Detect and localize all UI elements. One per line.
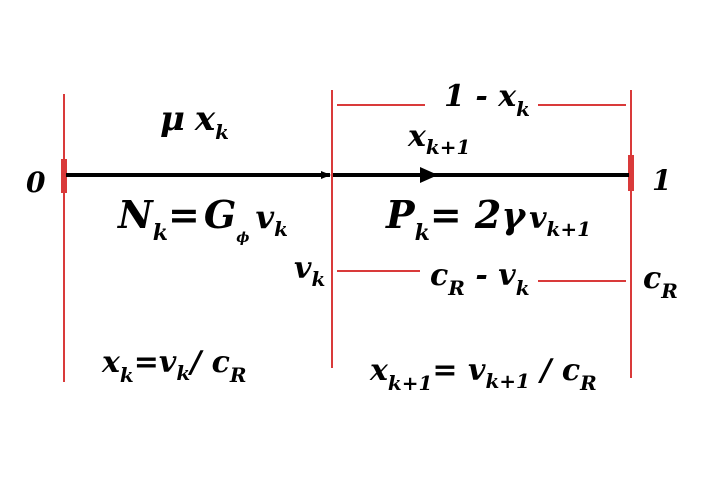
right-end-label: 1 [652,164,671,197]
x-k-plus-1-marker: xk+1 [407,119,470,159]
xk1-formula: xk+1= vk+1 / cR [369,353,597,395]
cr-minus-vk-label: cR - vk [430,258,530,300]
n-formula: Nk=Gϕvk [117,192,288,246]
cr-label: cR [643,261,678,303]
axis-mid-arrowhead [420,167,438,183]
vk-label: vk [294,251,325,291]
one-minus-xk-label: 1 - xk [444,79,530,121]
right-end-tick [628,155,634,191]
left-end-label: 0 [26,166,46,199]
xk-formula: xk=vk/ cR [101,345,246,387]
left-end-tick [61,159,67,193]
